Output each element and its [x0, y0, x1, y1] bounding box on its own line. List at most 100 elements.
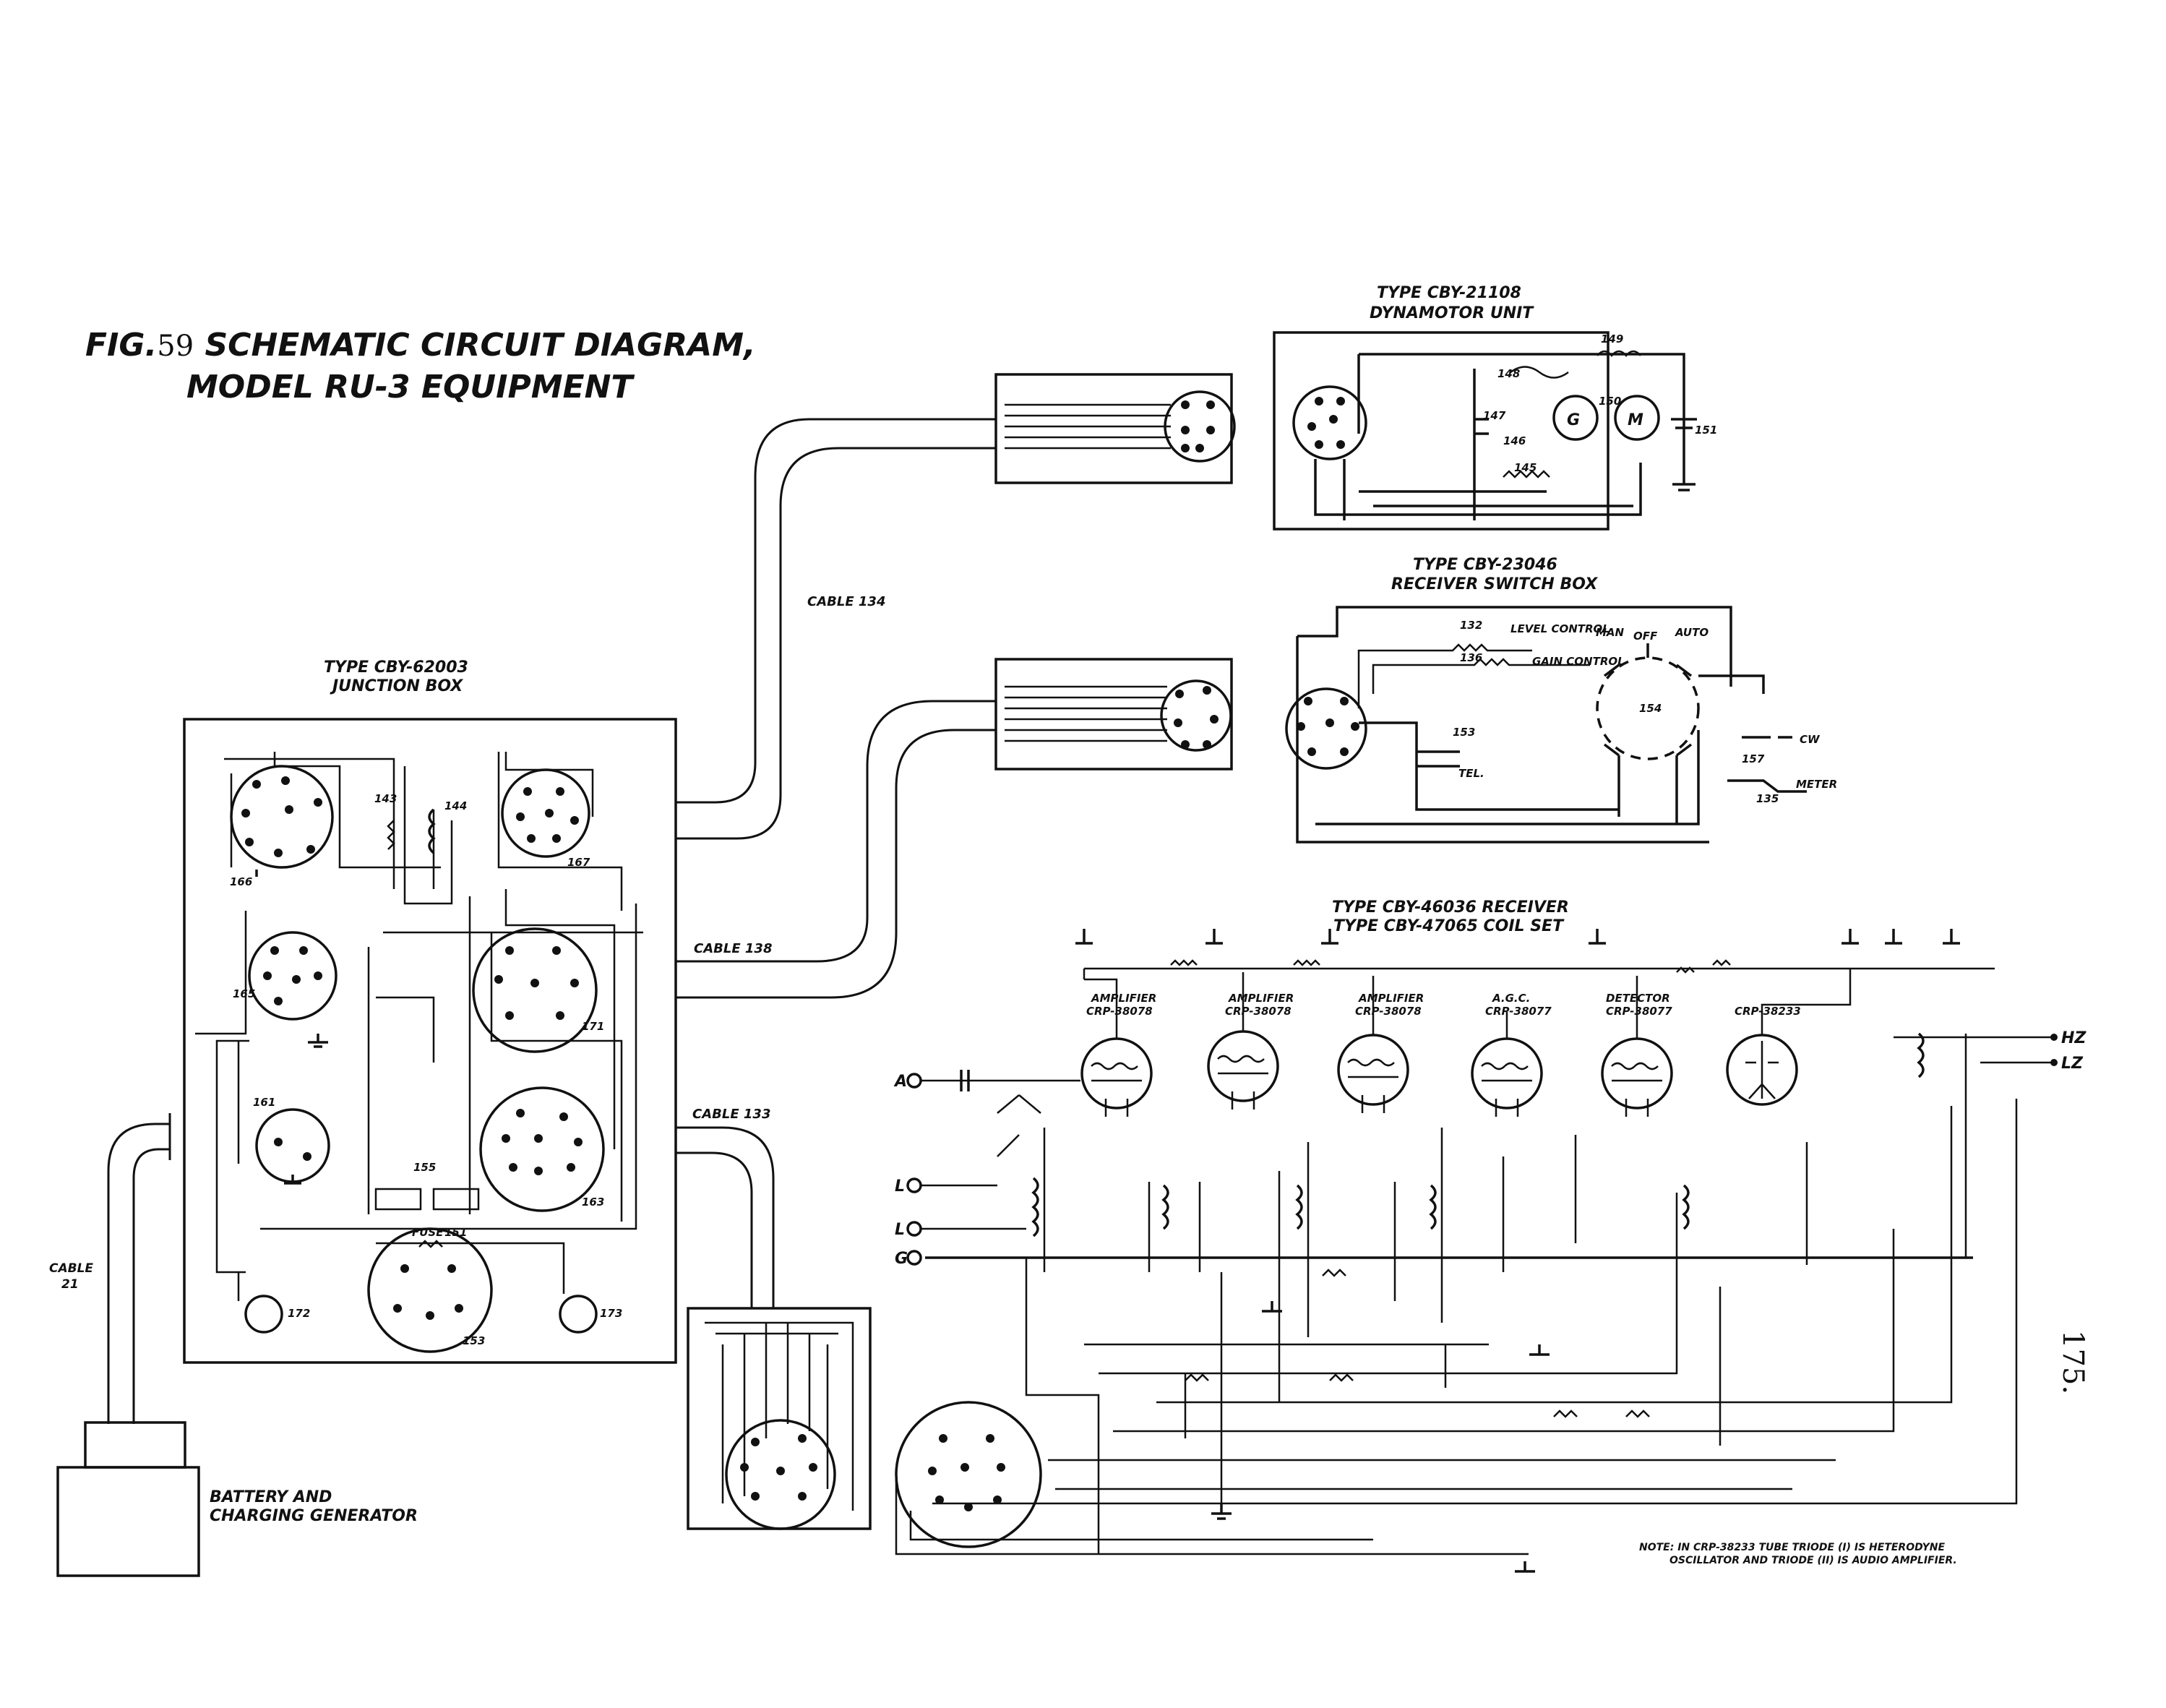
motor-label: M	[1628, 411, 1643, 429]
dyn-part-148: 148	[1497, 367, 1520, 380]
receiver-note-line2: OSCILLATOR AND TRIODE (II) IS AUDIO AMPL…	[1669, 1555, 1957, 1566]
tube-2-role: AMPLIFIER	[1228, 992, 1294, 1005]
receiver-title-line1: TYPE CBY-46036 RECEIVER	[1332, 898, 1569, 917]
terminal-l1: L	[895, 1177, 905, 1196]
battery-label-line1: BATTERY AND	[210, 1488, 332, 1506]
dynamotor-enclosure	[1273, 331, 1610, 531]
motor-symbol	[1614, 395, 1660, 441]
figure-number: 59	[157, 330, 194, 363]
switch-box-title-line1: TYPE CBY-23046	[1413, 556, 1557, 574]
jb-part-151: 151	[444, 1226, 467, 1239]
gain-control-label: GAIN CONTROL	[1532, 655, 1625, 668]
jb-part-163: 163	[582, 1196, 604, 1209]
off-label: OFF	[1633, 630, 1658, 643]
dyn-part-147: 147	[1483, 409, 1506, 422]
tel-label: TEL.	[1458, 767, 1484, 780]
switch-part-136: 136	[1460, 651, 1482, 664]
man-label: MAN	[1596, 626, 1625, 639]
dynamotor-unit: TYPE CBY-21108 DYNAMOTOR UNIT G M 148 14…	[1273, 284, 1717, 531]
switch-box-connector	[1285, 687, 1367, 770]
connector-165	[248, 931, 338, 1021]
dyn-part-151: 151	[1695, 424, 1717, 437]
dyn-part-145: 145	[1514, 461, 1537, 474]
cable-138: CABLE 138	[676, 658, 1233, 999]
dyn-part-150: 150	[1599, 395, 1621, 408]
generator-symbol	[1552, 395, 1599, 441]
cable-133: CABLE 133	[676, 1107, 872, 1530]
dynamotor-connector	[1292, 385, 1367, 460]
tube-5-type: CRP-38077	[1606, 1005, 1672, 1018]
terminal-a: A	[893, 1073, 907, 1091]
terminal-hz: HZ	[2061, 1029, 2087, 1047]
connector-163	[479, 1086, 605, 1212]
jb-part-167: 167	[567, 856, 590, 869]
receiver-switch-box: TYPE CBY-23046 RECEIVER SWITCH BOX 132 L…	[1285, 556, 1837, 844]
tube-1-type: CRP-38078	[1086, 1005, 1153, 1018]
dynamotor-title-line1: TYPE CBY-21108	[1377, 284, 1521, 302]
jb-part-144: 144	[444, 799, 467, 812]
cable-133-label: CABLE 133	[692, 1107, 770, 1122]
tube-6: CRP-38233	[1726, 1005, 1801, 1106]
tube-6-type: CRP-38233	[1735, 1005, 1801, 1018]
tube-4: A.G.C. CRP-38077	[1471, 992, 1552, 1117]
jb-fuse-label: FUSE	[412, 1226, 444, 1239]
tube-4-role: A.G.C.	[1492, 992, 1530, 1005]
cable-134: CABLE 134	[676, 373, 1236, 840]
connector-171	[472, 927, 598, 1053]
cable-133-connector	[725, 1419, 836, 1530]
cable-133-plug-housing	[687, 1307, 872, 1530]
svg-text:FIG.59 SCHEMATIC CIRCUIT DIAGR: FIG.59 SCHEMATIC CIRCUIT DIAGRAM,	[85, 327, 756, 364]
jb-part-153: 153	[463, 1334, 485, 1347]
receiver-note-line1: NOTE: IN CRP-38233 TUBE TRIODE (I) IS HE…	[1639, 1542, 1945, 1553]
cable-134-plug-housing	[994, 373, 1233, 484]
cable-138-label: CABLE 138	[694, 941, 772, 956]
cable-138-plug-housing	[994, 658, 1233, 771]
plug-172	[244, 1295, 283, 1334]
tube-1: AMPLIFIER CRP-38078	[1080, 992, 1156, 1117]
tube-3: AMPLIFIER CRP-38078	[1337, 992, 1424, 1113]
switch-part-154: 154	[1639, 702, 1662, 715]
auto-label: AUTO	[1675, 626, 1709, 639]
switch-part-135: 135	[1756, 792, 1779, 805]
terminal-lz: LZ	[2061, 1055, 2084, 1073]
jb-part-161: 161	[253, 1096, 275, 1109]
jb-part-171: 171	[582, 1020, 604, 1033]
page-number: 175.	[2056, 1330, 2089, 1394]
tube-1-role: AMPLIFIER	[1091, 992, 1156, 1005]
switch-part-132: 132	[1460, 619, 1482, 632]
jb-part-155: 155	[413, 1161, 436, 1174]
jb-part-143: 143	[374, 792, 397, 805]
figure-prefix: FIG.	[85, 327, 157, 364]
battery-connector	[84, 1421, 186, 1469]
jb-part-166: 166	[230, 875, 252, 888]
terminal-l2: L	[895, 1221, 905, 1239]
receiver-title-line2: TYPE CBY-47065 COIL SET	[1333, 917, 1565, 935]
jb-part-173: 173	[600, 1307, 622, 1320]
dynamotor-title-line2: DYNAMOTOR UNIT	[1370, 304, 1534, 322]
cw-label: CW	[1800, 733, 1821, 746]
connector-161	[255, 1108, 330, 1183]
figure-title-line2: MODEL RU-3 EQUIPMENT	[186, 369, 635, 405]
receiver-unit: TYPE CBY-46036 RECEIVER TYPE CBY-47065 C…	[893, 898, 2087, 1573]
dyn-part-149: 149	[1601, 332, 1623, 346]
tube-2: AMPLIFIER CRP-38078	[1207, 992, 1294, 1110]
tube-3-role: AMPLIFIER	[1358, 992, 1424, 1005]
jb-part-172: 172	[288, 1307, 310, 1320]
figure-title-line1: SCHEMATIC CIRCUIT DIAGRAM,	[194, 327, 756, 364]
cable-21-label-line1: CABLE	[49, 1261, 93, 1276]
tube-5-role: DETECTOR	[1606, 992, 1670, 1005]
tube-3-type: CRP-38078	[1355, 1005, 1422, 1018]
plug-173	[559, 1295, 598, 1334]
junction-box-title-line2: JUNCTION BOX	[330, 677, 463, 695]
cable-134-label: CABLE 134	[807, 594, 885, 609]
switch-part-157: 157	[1742, 752, 1765, 765]
jb-part-165: 165	[233, 987, 255, 1000]
battery-label-line2: CHARGING GENERATOR	[210, 1507, 418, 1525]
tube-2-type: CRP-38078	[1225, 1005, 1292, 1018]
cable-21: CABLE 21 BATTERY AND CHARGING GENERATOR	[49, 1113, 418, 1577]
tube-5: DETECTOR CRP-38077	[1601, 992, 1673, 1117]
level-control-label: LEVEL CONTROL	[1510, 622, 1610, 635]
meter-label: METER	[1796, 778, 1837, 791]
